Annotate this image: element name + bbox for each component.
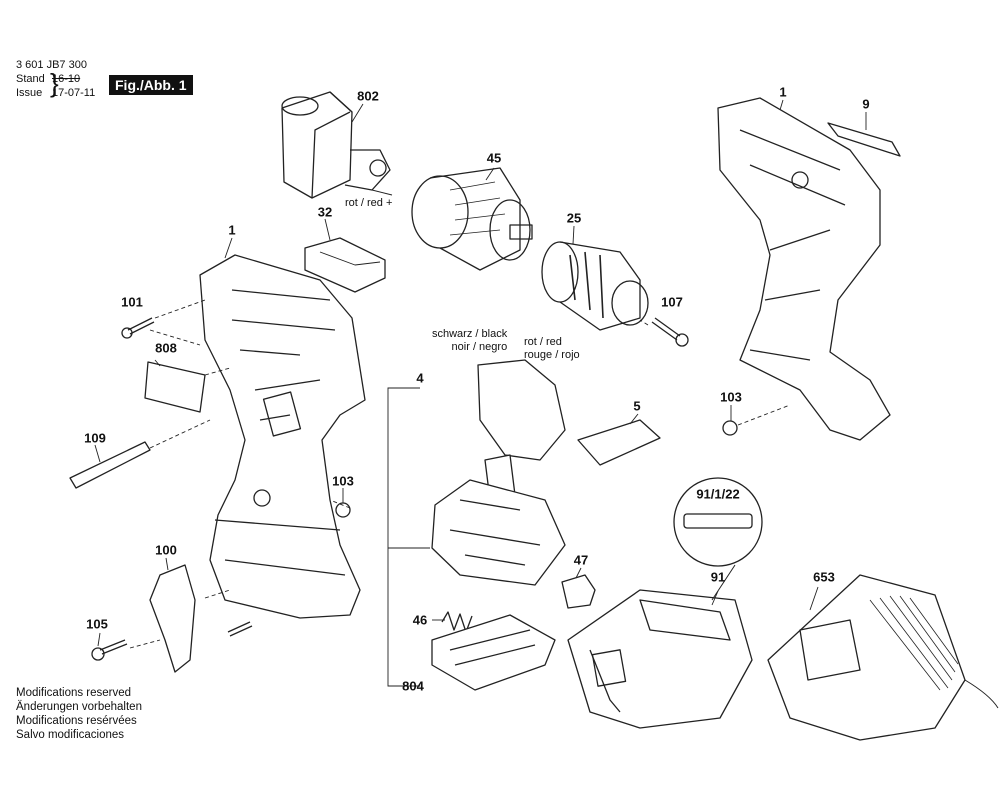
part-label-653: 653: [813, 569, 835, 585]
part-label-4: 4: [416, 370, 424, 386]
motor-802-drawing: [281, 91, 393, 199]
gearbox-45-drawing: [411, 167, 533, 271]
plate-804-drawing: [431, 614, 556, 691]
part-label-5: 5: [633, 398, 641, 414]
part-label-808: 808: [155, 340, 177, 356]
housing-left-1-drawing: [199, 254, 366, 619]
part-label-802: 802: [357, 88, 379, 104]
part-label-103-right: 103: [720, 389, 742, 405]
note-es: Salvo modificaciones: [16, 729, 125, 741]
part-label-47: 47: [573, 552, 589, 568]
note-en: Modifications reserved: [16, 687, 132, 699]
screw-101-drawing: [127, 317, 155, 335]
stand-value: 16-10: [52, 73, 81, 85]
part-47-drawing: [561, 574, 596, 609]
modification-notes: Modifications reserved Änderungen vorbeh…: [16, 686, 142, 742]
note-de: Änderungen vorbehalten: [16, 701, 142, 713]
screw-105-drawing: [99, 639, 128, 655]
battery-91-drawing: [567, 589, 753, 729]
doc-number: 3 601 JB7 300: [16, 59, 87, 71]
part-label-46: 46: [412, 612, 428, 628]
part-label-103-left: 103: [332, 473, 354, 489]
header-brace: }: [50, 68, 59, 98]
wire-label-red-line2: rouge / rojo: [524, 349, 580, 361]
wire-label-motor: rot / red +: [345, 197, 393, 209]
part-label-101: 101: [121, 294, 143, 310]
wire-label-red-line1: rot / red: [524, 336, 562, 348]
part-32-drawing: [304, 237, 386, 293]
part-label-32: 32: [317, 204, 333, 220]
label-9-drawing: [827, 122, 901, 157]
issue-value: 17-07-11: [52, 87, 96, 99]
wire-label-black-line1: schwarz / black: [432, 328, 508, 340]
part-label-91-1-22: 91/1/22: [696, 486, 740, 502]
screw-lower-drawing: [227, 621, 253, 637]
wire-label-black-line2: noir / negro: [451, 341, 508, 353]
switch-4-drawing: [431, 359, 566, 586]
clip-100-drawing: [149, 564, 196, 673]
chuck-25-drawing: [541, 241, 649, 331]
slider-5-drawing: [577, 419, 661, 466]
issue-label: Issue: [16, 87, 43, 99]
part-label-45: 45: [486, 150, 502, 166]
nut-103-right-drawing: [722, 420, 738, 436]
document-header: 3 601 JB7 300 Stand 16-10 Issue 17-07-11: [16, 58, 95, 100]
part-label-91: 91: [710, 569, 726, 585]
part-label-1-left: 1: [228, 222, 236, 238]
part-label-107: 107: [661, 294, 683, 310]
part-label-25: 25: [566, 210, 582, 226]
part-label-804: 804: [402, 678, 424, 694]
screw-107-head: [675, 333, 689, 347]
detail-91-1-22-label: [683, 513, 753, 529]
part-label-105: 105: [86, 616, 108, 632]
part-label-109: 109: [84, 430, 106, 446]
note-fr: Modifications resérvées: [16, 715, 137, 727]
part-label-1-right: 1: [779, 84, 787, 100]
bit-109-drawing: [69, 441, 151, 489]
label-808-drawing: [144, 361, 206, 413]
detail-91-1-22-circle: [673, 477, 763, 567]
part-label-9: 9: [862, 96, 870, 112]
figure-label: Fig./Abb. 1: [109, 75, 193, 95]
housing-right-1-drawing: [717, 97, 891, 441]
charger-653-drawing: [767, 574, 999, 741]
part-label-100: 100: [155, 542, 177, 558]
stand-label: Stand: [16, 73, 45, 85]
screw-107-drawing: [651, 317, 681, 341]
detail-leader: [711, 564, 736, 601]
wire-label-red: rot / red rouge / rojo: [524, 336, 580, 362]
wire-label-black: schwarz / black noir / negro: [432, 328, 507, 354]
